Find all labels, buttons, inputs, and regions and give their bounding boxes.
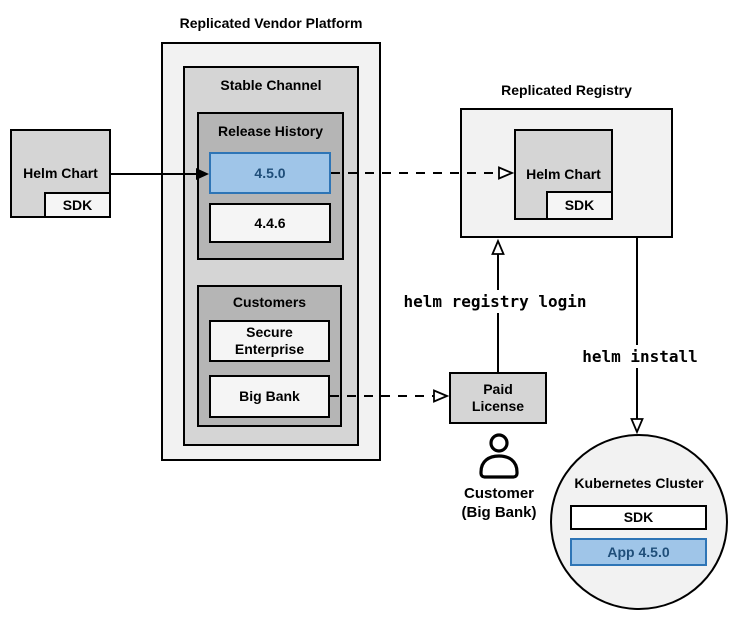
paid-license-box: Paid License xyxy=(449,372,547,424)
cluster-sdk-label: SDK xyxy=(623,509,654,526)
registry-sdk-box: SDK xyxy=(546,191,613,220)
stable-channel-title: Stable Channel xyxy=(220,77,322,93)
helm-install-label: helm install xyxy=(576,345,704,368)
customer-caption-line1: Customer xyxy=(463,485,534,502)
source-sdk-label: SDK xyxy=(62,196,93,213)
release-446-label: 4.4.6 xyxy=(254,214,286,231)
helm-registry-login-label: helm registry login xyxy=(398,290,592,313)
release-446-box: 4.4.6 xyxy=(209,203,331,243)
paid-license-label: Paid License xyxy=(471,381,525,414)
customer-big-bank-box: Big Bank xyxy=(209,375,330,418)
registry-helm-chart-label: Helm Chart xyxy=(526,166,601,183)
person-icon xyxy=(479,433,519,479)
customers-title: Customers xyxy=(232,294,307,310)
registry-title: Replicated Registry xyxy=(501,82,632,98)
cluster-app-box: App 4.5.0 xyxy=(570,538,707,566)
release-history-title: Release History xyxy=(217,123,324,139)
customer-caption: Customer (Big Bank) xyxy=(444,484,554,522)
release-450-box: 4.5.0 xyxy=(209,152,331,194)
customer-caption-line2: (Big Bank) xyxy=(461,504,537,521)
source-helm-chart-label: Helm Chart xyxy=(23,165,98,182)
customer-big-bank-label: Big Bank xyxy=(239,388,300,405)
helm-install-arrow xyxy=(630,238,644,435)
kubernetes-cluster-title: Kubernetes Cluster xyxy=(574,475,704,491)
release-450-label: 4.5.0 xyxy=(254,164,286,181)
customer-secure-enterprise-label: Secure Enterprise xyxy=(234,324,305,357)
customer-secure-enterprise-box: Secure Enterprise xyxy=(209,320,330,362)
registry-sdk-label: SDK xyxy=(564,197,595,214)
vendor-platform-title: Replicated Vendor Platform xyxy=(179,15,363,31)
source-sdk-box: SDK xyxy=(44,192,111,218)
cluster-app-label: App 4.5.0 xyxy=(607,543,670,560)
cluster-sdk-box: SDK xyxy=(570,505,707,530)
